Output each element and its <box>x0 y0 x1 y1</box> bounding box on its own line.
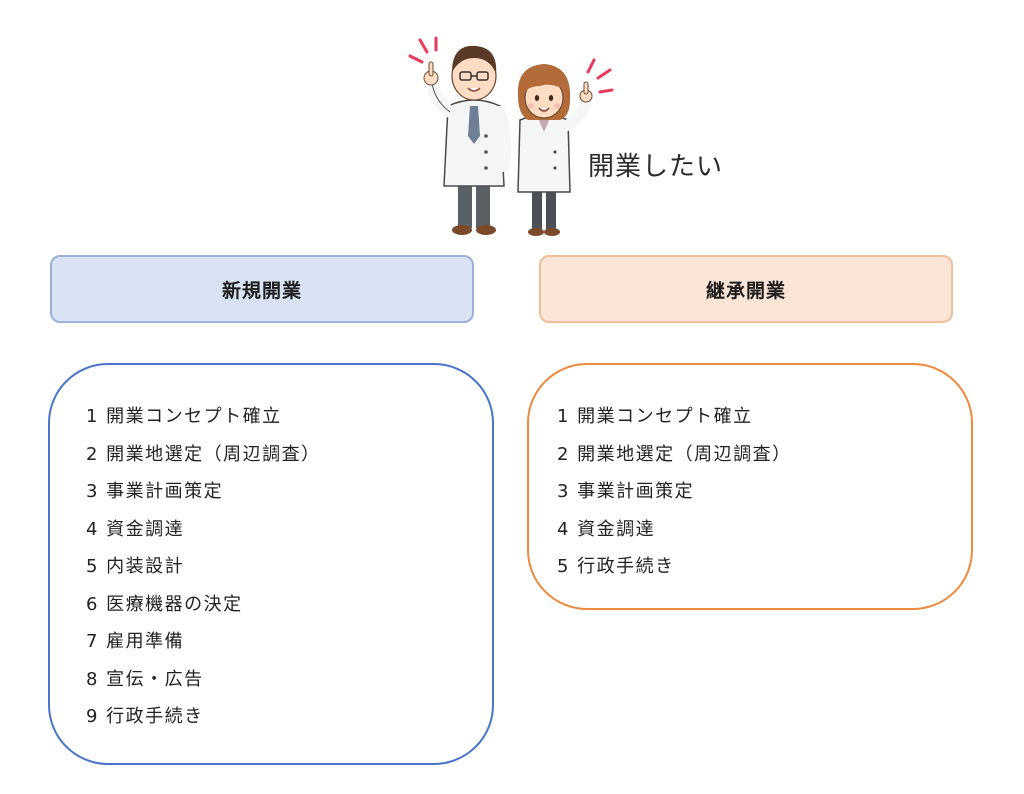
list-item: 2 開業地選定（周辺調査） <box>557 443 792 465</box>
male-doctor <box>423 45 512 235</box>
list-item: 3 事業計画策定 <box>557 481 695 502</box>
header-new-opening-label: 新規開業 <box>221 279 302 302</box>
succession-opening-steps-list: 1 開業コンセプト確立 2 開業地選定（周辺調査） 3 事業計画策定 4 資金調… <box>557 402 971 590</box>
list-item: 1 開業コンセプト確立 <box>557 406 753 427</box>
list-item: 9 行政手続き <box>86 706 204 727</box>
doctors-illustration <box>408 36 614 236</box>
list-item: 5 行政手続き <box>557 556 675 577</box>
header-succession-opening: 継承開業 <box>539 255 953 323</box>
list-item: 5 内装設計 <box>86 556 185 577</box>
list-item: 2 開業地選定（周辺調査） <box>86 443 321 465</box>
caption-want-to-open: 開業したい <box>588 152 724 182</box>
list-item: 6 医療機器の決定 <box>86 593 243 615</box>
new-opening-steps-list: 1 開業コンセプト確立 2 開業地選定（周辺調査） 3 事業計画策定 4 資金調… <box>86 402 492 740</box>
list-item: 7 雇用準備 <box>86 631 185 652</box>
list-item: 8 宣伝・広告 <box>86 668 204 690</box>
list-item: 1 開業コンセプト確立 <box>86 406 282 427</box>
emphasis-marks-right <box>586 58 614 94</box>
succession-opening-steps-box: 1 開業コンセプト確立 2 開業地選定（周辺調査） 3 事業計画策定 4 資金調… <box>527 363 973 610</box>
list-item: 3 事業計画策定 <box>86 481 224 502</box>
list-item: 4 資金調達 <box>86 518 185 540</box>
header-succession-opening-label: 継承開業 <box>705 279 786 302</box>
female-doctor <box>517 64 593 236</box>
emphasis-marks-left <box>408 36 438 64</box>
new-opening-steps-box: 1 開業コンセプト確立 2 開業地選定（周辺調査） 3 事業計画策定 4 資金調… <box>48 363 494 765</box>
header-new-opening: 新規開業 <box>50 255 474 323</box>
list-item: 4 資金調達 <box>557 518 656 540</box>
